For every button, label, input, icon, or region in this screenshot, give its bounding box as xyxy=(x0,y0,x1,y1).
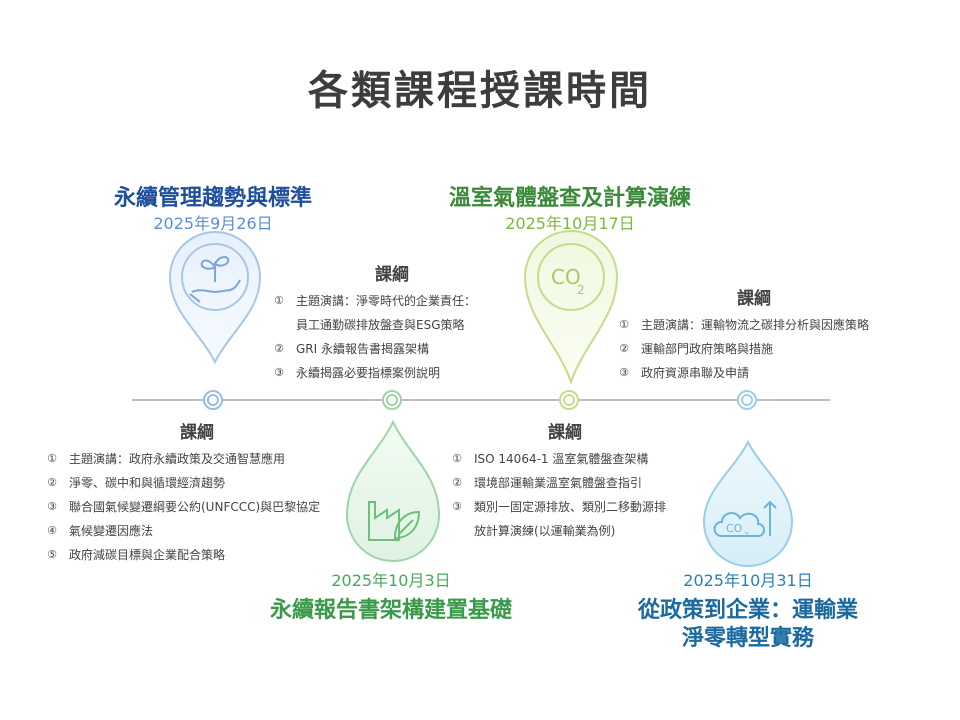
course-2-date: 2025年10月3日 xyxy=(331,571,451,590)
plant-hand-icon xyxy=(168,231,262,365)
course-2-title: 永續報告書架構建置基礎 xyxy=(269,598,512,623)
course-1-title: 永續管理趨勢與標準 xyxy=(113,186,312,211)
course-4-date: 2025年10月31日 xyxy=(683,571,813,590)
outline-heading: 課綱 xyxy=(548,423,582,443)
course-4-title-line-1: 從政策到企業：運輸業 xyxy=(637,598,858,623)
timeline-node xyxy=(737,390,757,410)
course-3-date: 2025年10月17日 xyxy=(505,214,635,233)
course-4-title-line-2: 淨零轉型實務 xyxy=(681,626,814,651)
list-item: 放計算演練(以運輸業為例) xyxy=(474,524,616,538)
timeline-node xyxy=(382,390,402,410)
co2-label: CO xyxy=(726,522,743,535)
course-3-title: 溫室氣體盤查及計算演練 xyxy=(448,186,691,211)
co2-label: CO xyxy=(551,265,581,289)
outline-heading: 課綱 xyxy=(737,289,771,309)
co2-subscript: 2 xyxy=(577,283,585,297)
list-item: 員工通勤碳排放盤查與ESG策略 xyxy=(296,318,465,332)
timeline-node xyxy=(203,390,223,410)
course-1-date: 2025年9月26日 xyxy=(153,214,273,233)
co2-icon: CO 2 xyxy=(523,230,619,386)
outline-heading: 課綱 xyxy=(180,423,214,443)
co2-subscript: 2 xyxy=(744,531,748,539)
factory-leaf-icon xyxy=(345,419,441,562)
timeline-node xyxy=(559,390,579,410)
co2-cloud-icon: CO 2 xyxy=(702,439,794,567)
outline-heading: 課綱 xyxy=(375,265,409,285)
page-title: 各類課程授課時間 xyxy=(308,68,652,114)
